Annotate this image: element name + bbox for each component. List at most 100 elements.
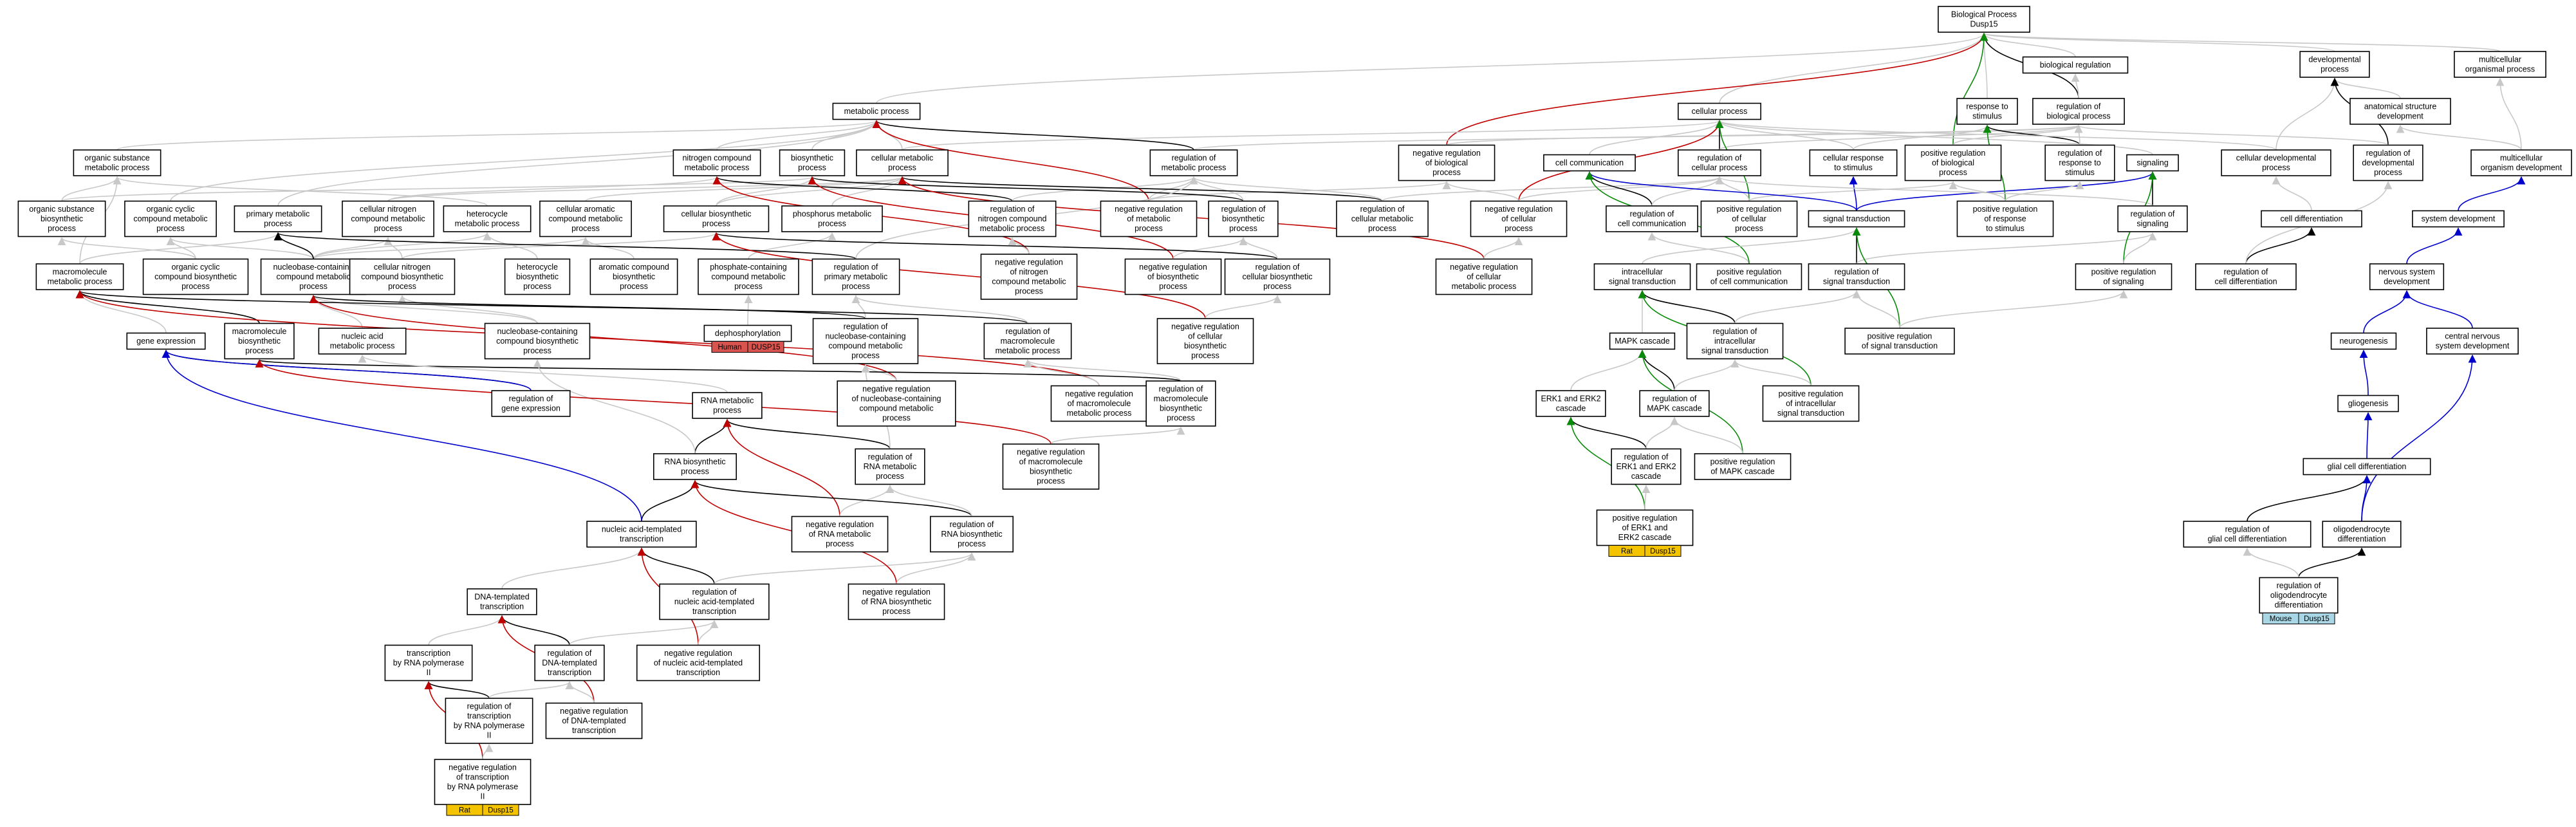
go-term-neurogenesis[interactable]: neurogenesis [2330,332,2397,350]
go-term-reg-oligo-diff[interactable]: regulation ofoligodendrocytedifferentiat… [2259,577,2339,614]
go-term-reg-nucleobase-metab[interactable]: regulation ofnucleobase-containingcompou… [812,318,919,364]
go-term-cellular-process[interactable]: cellular process [1678,102,1762,120]
go-term-cell-comm[interactable]: cell communication [1543,154,1636,172]
go-term-mapk[interactable]: MAPK cascade [1609,332,1676,350]
go-term-gene-expr[interactable]: gene expression [126,332,206,350]
go-term-gliogenesis[interactable]: gliogenesis [2337,395,2399,413]
go-term-system-dev[interactable]: system development [2412,210,2505,228]
go-term-bio-reg[interactable]: biological regulation [2022,56,2129,74]
go-term-dephos[interactable]: dephosphorylation [703,324,792,342]
go-term-signal-trans[interactable]: signal transduction [1808,210,1905,228]
go-term-metabolic[interactable]: metabolic process [832,102,921,120]
go-term-glial-diff[interactable]: glial cell differentiation [2303,458,2431,476]
go-term-signaling[interactable]: signaling [2126,154,2179,172]
go-term-reg-macromol-bios[interactable]: regulation ofmacromoleculebiosyntheticpr… [1145,380,1216,427]
go-term-cell-diff[interactable]: cell differentiation [2261,210,2362,228]
